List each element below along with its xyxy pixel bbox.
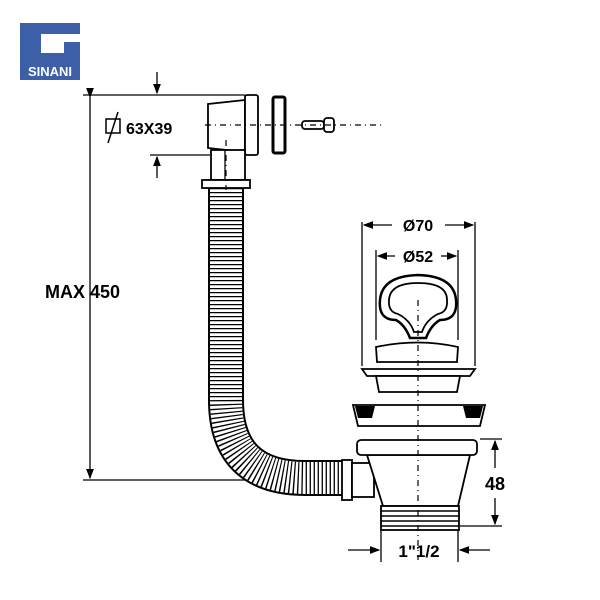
diameter-52-dimension: Ø52: [375, 249, 459, 340]
strainer-body: [356, 439, 478, 531]
inner-diameter-label: Ø52: [403, 249, 433, 266]
rectangle-section-icon: [105, 118, 121, 134]
overflow-screw: [301, 117, 335, 133]
overflow-size-label: 63X39: [126, 121, 172, 138]
strainer-basket: [360, 368, 477, 393]
outlet-connector: [341, 459, 375, 501]
sealing-washer: [351, 404, 487, 427]
max-length-dimension: MAX 450: [45, 72, 350, 481]
diameter-70-dimension: Ø70: [361, 218, 476, 366]
thread-size-label: 1"1/2: [398, 542, 439, 561]
logo-text: SINANI: [28, 64, 72, 79]
overflow-size-label-group: 63X39: [105, 111, 172, 144]
corrugated-hose: [208, 140, 345, 496]
outer-diameter-label: Ø70: [403, 218, 433, 235]
sinani-logo: SINANI: [20, 23, 80, 80]
max-length-label: MAX 450: [45, 282, 120, 302]
plug-stopper: [375, 273, 459, 363]
overflow-elbow: [201, 94, 382, 189]
height-dimension: 48: [460, 438, 505, 527]
height-label: 48: [485, 474, 505, 494]
thread-dimension: 1"1/2: [348, 530, 490, 562]
